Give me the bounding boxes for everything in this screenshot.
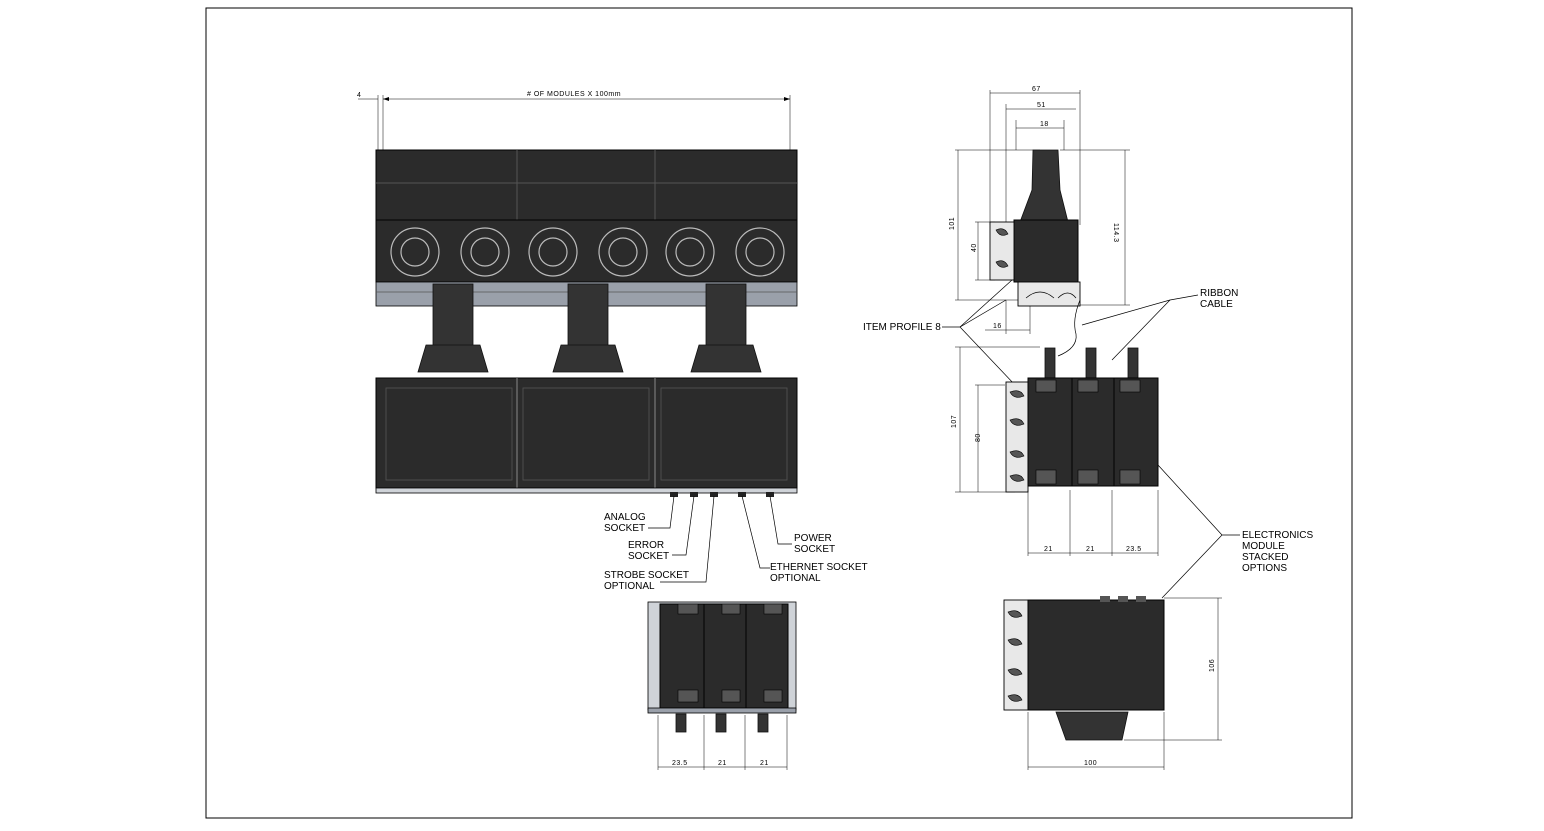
label-item-profile: ITEM PROFILE 8 — [863, 322, 941, 333]
dim-bl-21b: 21 — [760, 760, 769, 767]
label-strobe-socket-text-line: OPTIONAL — [604, 581, 655, 592]
dim-bl-21a: 21 — [718, 760, 727, 767]
side-view-top: 67 51 18 101 40 114.3 16 — [942, 86, 1199, 386]
bottom-left-view: 23.5 21 21 — [647, 601, 797, 770]
label-ethernet-socket-text: ETHERNET SOCKET — [770, 562, 868, 573]
dim-80: 80 — [975, 433, 982, 442]
dim-51: 51 — [1037, 102, 1046, 109]
label-electronics-module-text-line: OPTIONS — [1242, 563, 1287, 574]
dim-16: 16 — [993, 323, 1002, 330]
dim-40: 40 — [971, 243, 978, 252]
bottom-right-view: 106 100 — [1003, 596, 1222, 770]
label-ethernet-socket-text-line: OPTIONAL — [770, 573, 821, 584]
dim-100: 100 — [1084, 760, 1097, 767]
side-view-mid: 107 80 21 21 23.5 — [951, 346, 1240, 599]
dim-107: 107 — [951, 415, 958, 428]
dim-offset-4: 4 — [357, 92, 361, 99]
dim-mid-21b: 21 — [1086, 546, 1095, 553]
dim-1143: 114.3 — [1112, 223, 1119, 243]
label-power-socket-text-line: SOCKET — [794, 544, 835, 555]
label-error-socket-text-line: SOCKET — [628, 551, 669, 562]
label-power-socket-text: POWER — [794, 533, 832, 544]
dim-106: 106 — [1209, 659, 1216, 672]
front-view: 4 # OF MODULES X 100mm — [357, 91, 798, 583]
label-analog-socket-text: ANALOG — [604, 512, 646, 523]
label-electronics-module-text: ELECTRONICS — [1242, 530, 1313, 541]
label-error-socket-text: ERROR — [628, 540, 664, 551]
dim-mid-21a: 21 — [1044, 546, 1053, 553]
label-ribbon-cable-text: RIBBON — [1200, 288, 1238, 299]
dim-101: 101 — [949, 217, 956, 230]
label-analog-socket-text-line: SOCKET — [604, 523, 645, 534]
label-electronics-module-text-line: MODULE — [1242, 541, 1285, 552]
label-strobe-socket-text: STROBE SOCKET — [604, 570, 689, 581]
dim-67: 67 — [1032, 86, 1041, 93]
dim-mid-235: 23.5 — [1126, 546, 1142, 553]
label-electronics-module-text-line: STACKED — [1242, 552, 1289, 563]
dim-18: 18 — [1040, 121, 1049, 128]
label-ribbon-cable-text-line: CABLE — [1200, 299, 1233, 310]
dim-module-length: # OF MODULES X 100mm — [527, 91, 621, 98]
dim-bl-235: 23.5 — [672, 760, 688, 767]
